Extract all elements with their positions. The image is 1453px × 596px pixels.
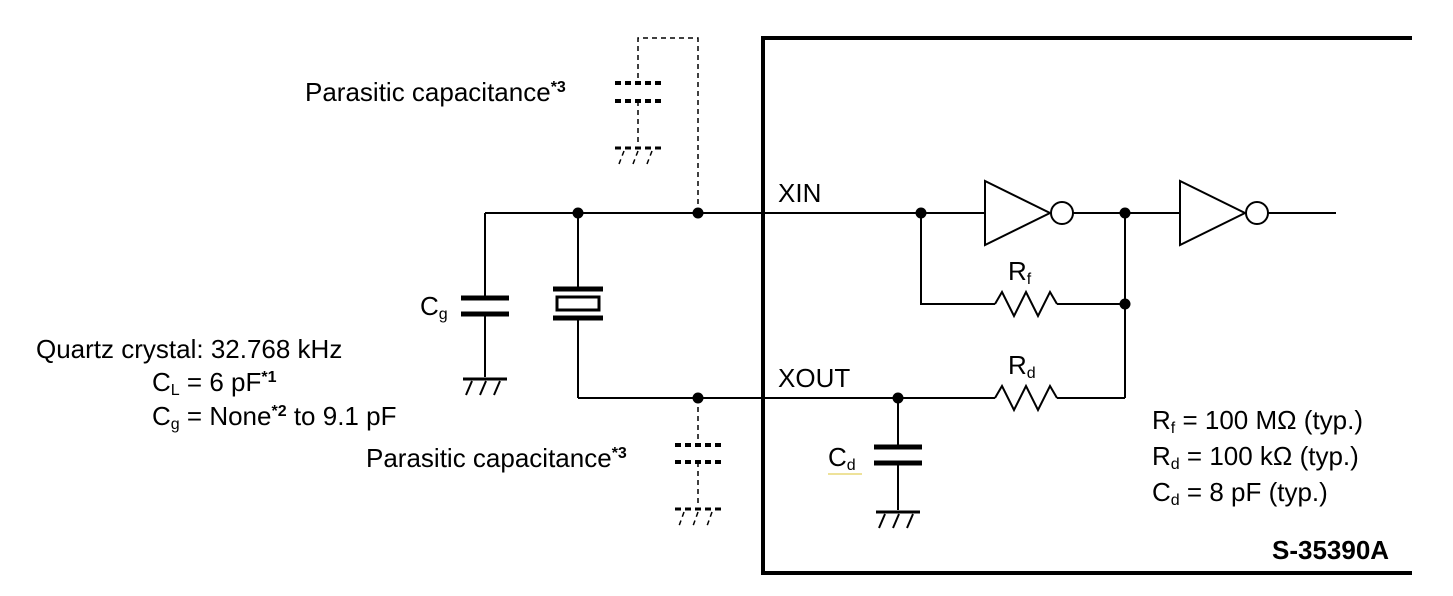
xout-label: XOUT	[778, 363, 850, 393]
cd-spec: Cd = 8 pF (typ.)	[1152, 477, 1328, 509]
inverter-1	[984, 179, 1074, 247]
cl-note: CL = 6 pF*1	[152, 367, 277, 399]
chip-name: S-35390A	[1272, 535, 1389, 565]
cg-label: Cg	[420, 291, 448, 323]
crystal-frequency-note: Quartz crystal: 32.768 kHz	[36, 334, 342, 364]
cg-ground-symbol	[463, 377, 507, 396]
quartz-crystal-symbol	[553, 213, 603, 398]
xin-label: XIN	[778, 178, 821, 208]
rf-resistor-symbol	[994, 289, 1058, 319]
parasitic-capacitance-bottom	[675, 398, 721, 527]
junction-dots	[572, 207, 1131, 404]
rf-wire-left	[920, 213, 995, 305]
cg-range-note: Cg = None*2 to 9.1 pF	[152, 401, 396, 433]
inverter-2	[1179, 179, 1269, 247]
cd-label: Cd	[828, 442, 856, 474]
rd-label: Rd	[1008, 350, 1036, 382]
rd-resistor-symbol	[994, 383, 1058, 413]
ic-boundary	[761, 36, 1412, 575]
rd-spec: Rd = 100 kΩ (typ.)	[1152, 441, 1359, 473]
parasitic-label-bottom: Parasitic capacitance*3	[366, 443, 627, 473]
cd-ground-symbol	[876, 510, 920, 529]
rf-label: Rf	[1008, 256, 1032, 288]
parasitic-capacitance-top	[615, 37, 699, 213]
rf-spec: Rf = 100 MΩ (typ.)	[1152, 405, 1363, 437]
parasitic-label-top: Parasitic capacitance*3	[305, 77, 566, 107]
